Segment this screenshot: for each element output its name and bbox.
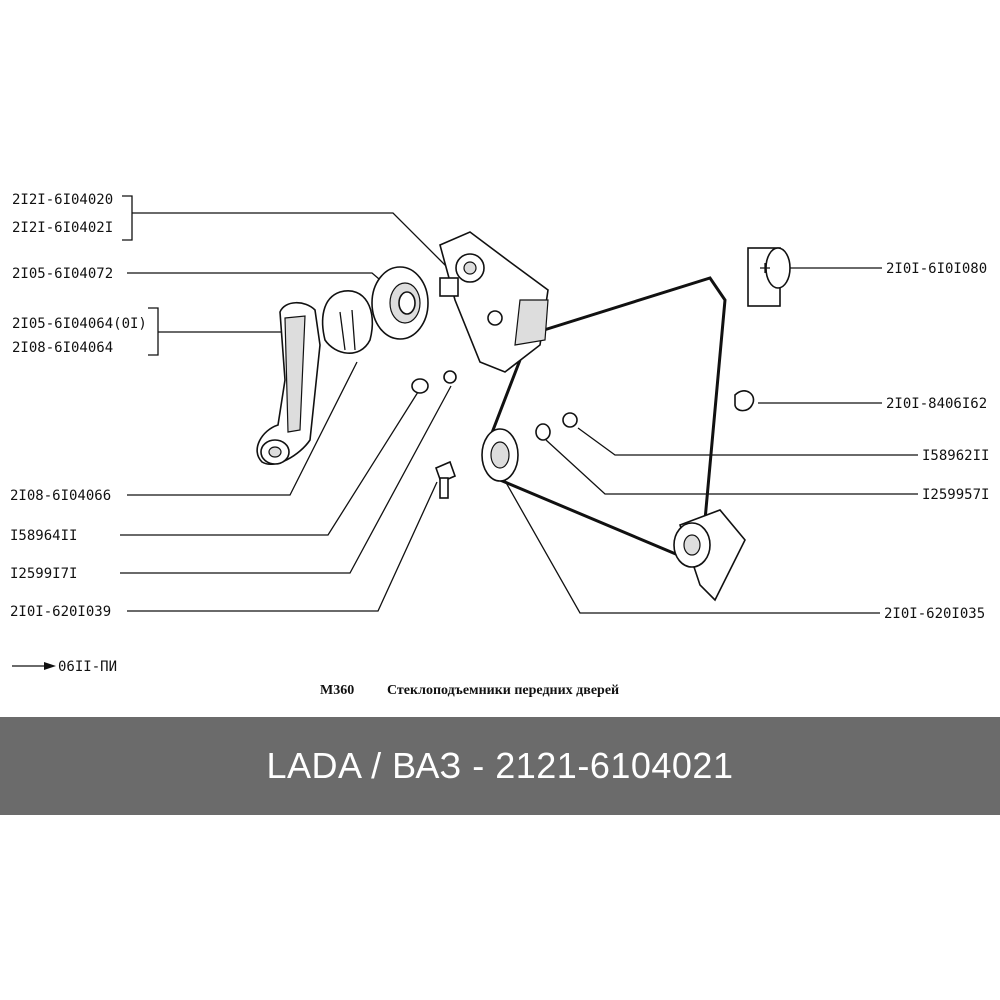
label-2101-6101080: 2I0I-6I0I080: [886, 261, 987, 277]
small-fasteners: [411, 370, 578, 499]
label-2105-6104064-01: 2I05-6I04064(0I): [12, 316, 147, 332]
label-2121-6104021: 2I2I-6I0402I: [12, 220, 113, 236]
label-2108-6104066: 2I08-6I04066: [10, 488, 111, 504]
washer-2105-6104072: [371, 266, 429, 340]
label-12599171: I2599I7I: [10, 566, 77, 582]
pulley-2101-6201035: [481, 428, 519, 482]
clip-2101-8406162: [734, 390, 755, 412]
label-2108-6104064: 2I08-6I04064: [12, 340, 113, 356]
part-labels: 2I2I-6I04020 2I2I-6I0402I 2I05-6I04072 2…: [10, 192, 989, 675]
leader-lines: [12, 195, 918, 670]
title-banner: LADA / ВАЗ - 2121-6104021: [0, 717, 1000, 815]
spacer-2108-6104066: [321, 290, 374, 354]
regulator-mechanism: [439, 231, 549, 373]
lower-roller: [673, 509, 746, 602]
caption-title: Стеклоподъемники передних дверей: [387, 683, 619, 698]
banner-title: LADA / ВАЗ - 2121-6104021: [266, 745, 734, 786]
cable: [488, 276, 727, 562]
label-2121-6104020: 2I2I-6I04020: [12, 192, 113, 208]
label-2101-8406162: 2I0I-8406I62: [886, 396, 987, 412]
label-15896411: I58964II: [10, 528, 77, 544]
label-15896211: I58962II: [922, 448, 989, 464]
reference-label: 06II-ПИ: [58, 659, 117, 675]
label-2101-6201039: 2I0I-620I039: [10, 604, 111, 620]
label-2101-6201035: 2I0I-620I035: [884, 606, 985, 622]
label-12599571: I259957I: [922, 487, 989, 503]
caption-code: M360: [320, 683, 354, 698]
parts-diagram: 2I2I-6I04020 2I2I-6I0402I 2I05-6I04072 2…: [10, 192, 989, 698]
window-crank-handle: [256, 301, 321, 465]
label-2105-6104072: 2I05-6I04072: [12, 266, 113, 282]
upper-roller-2101-6101080: [747, 247, 791, 307]
